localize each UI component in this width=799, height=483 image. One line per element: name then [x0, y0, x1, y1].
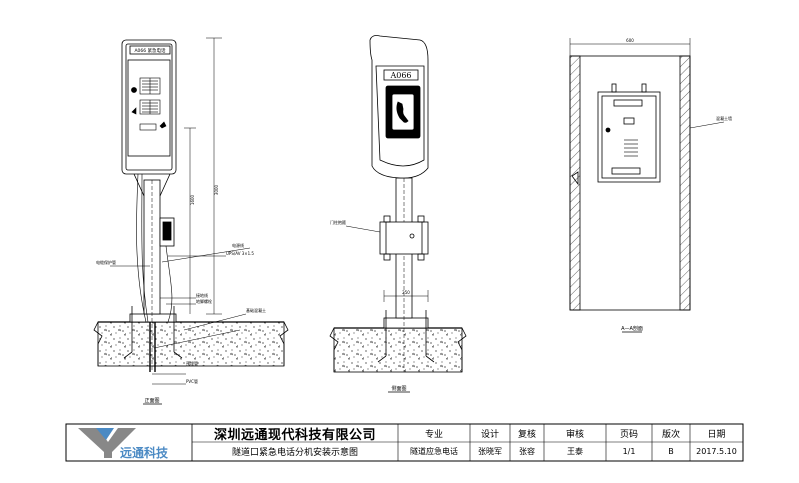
drawing-title: 隧道口紧急电话分机安装示意图	[231, 448, 358, 458]
front-callout-4: 接地线	[196, 292, 208, 298]
header-approve: 审核	[565, 429, 584, 440]
front-callout-6: 基础混凝土	[246, 307, 266, 313]
header-review: 复核	[517, 429, 536, 440]
section-view-text: 600 混凝土墙 A—A剖面	[621, 38, 732, 332]
side-view-text: A066 门柱抱箍 250 侧面图	[330, 71, 412, 392]
section-caption: A—A剖面	[621, 325, 643, 332]
front-view-text: A066 紧急电话 电源线 UPS/AV 3×1.5 电缆保护管 接地线 地脚螺…	[96, 47, 266, 404]
side-display-label: A066	[389, 71, 411, 80]
value-design: 张晓军	[478, 447, 502, 456]
section-view	[569, 38, 725, 333]
front-callout-5: 地脚螺栓	[196, 298, 212, 304]
section-phone-box	[597, 91, 661, 183]
front-display-label: A066 紧急电话	[134, 47, 166, 54]
company-logo	[78, 428, 136, 458]
front-caption: 正面图	[144, 398, 159, 404]
side-dim-1: 250	[402, 290, 410, 295]
header-design: 设计	[480, 429, 499, 440]
front-callout-2: UPS/AV 3×1.5	[226, 251, 254, 256]
side-callout-1: 门柱抱箍	[330, 219, 346, 225]
front-view	[93, 37, 289, 405]
side-view	[329, 35, 467, 393]
section-callout-1: 混凝土墙	[716, 115, 732, 121]
handset-icon	[396, 101, 409, 123]
value-version: B	[668, 447, 674, 456]
value-page: 1/1	[622, 447, 636, 456]
title-block: 远通科技 深圳远通现代科技有限公司 隧道口紧急电话分机安装示意图 专业 设计 复…	[66, 424, 743, 461]
section-dim-1: 600	[626, 38, 634, 43]
front-dim-1: 3000	[214, 184, 219, 195]
title-block-frame	[65, 423, 744, 462]
company-name: 深圳远通现代科技有限公司	[213, 427, 376, 443]
front-concrete-base	[97, 321, 285, 367]
phone-icon	[131, 87, 137, 93]
header-page: 页码	[619, 429, 638, 440]
value-review: 张容	[519, 447, 535, 456]
value-specialty: 隧道应急电话	[410, 447, 458, 456]
front-callout-7: 预埋管	[186, 360, 198, 366]
call-button-icon	[131, 107, 167, 131]
keypad-icon	[139, 99, 161, 115]
side-concrete-base	[333, 327, 463, 373]
front-callout-8: PVC管	[186, 378, 198, 384]
header-date: 日期	[707, 429, 726, 440]
header-specialty: 专业	[424, 429, 443, 440]
header-version: 版次	[661, 429, 680, 440]
speaker-grille-icon	[139, 77, 161, 95]
front-callout-3: 电缆保护管	[96, 259, 116, 265]
value-approve: 王泰	[567, 447, 583, 456]
value-date: 2017.5.10	[696, 447, 737, 456]
front-callout-1: 电源线	[232, 242, 244, 248]
front-dim-2: 1600	[190, 194, 195, 205]
logo-text: 远通科技	[119, 445, 168, 460]
side-clamp	[379, 221, 429, 255]
side-caption: 侧面图	[391, 385, 406, 392]
